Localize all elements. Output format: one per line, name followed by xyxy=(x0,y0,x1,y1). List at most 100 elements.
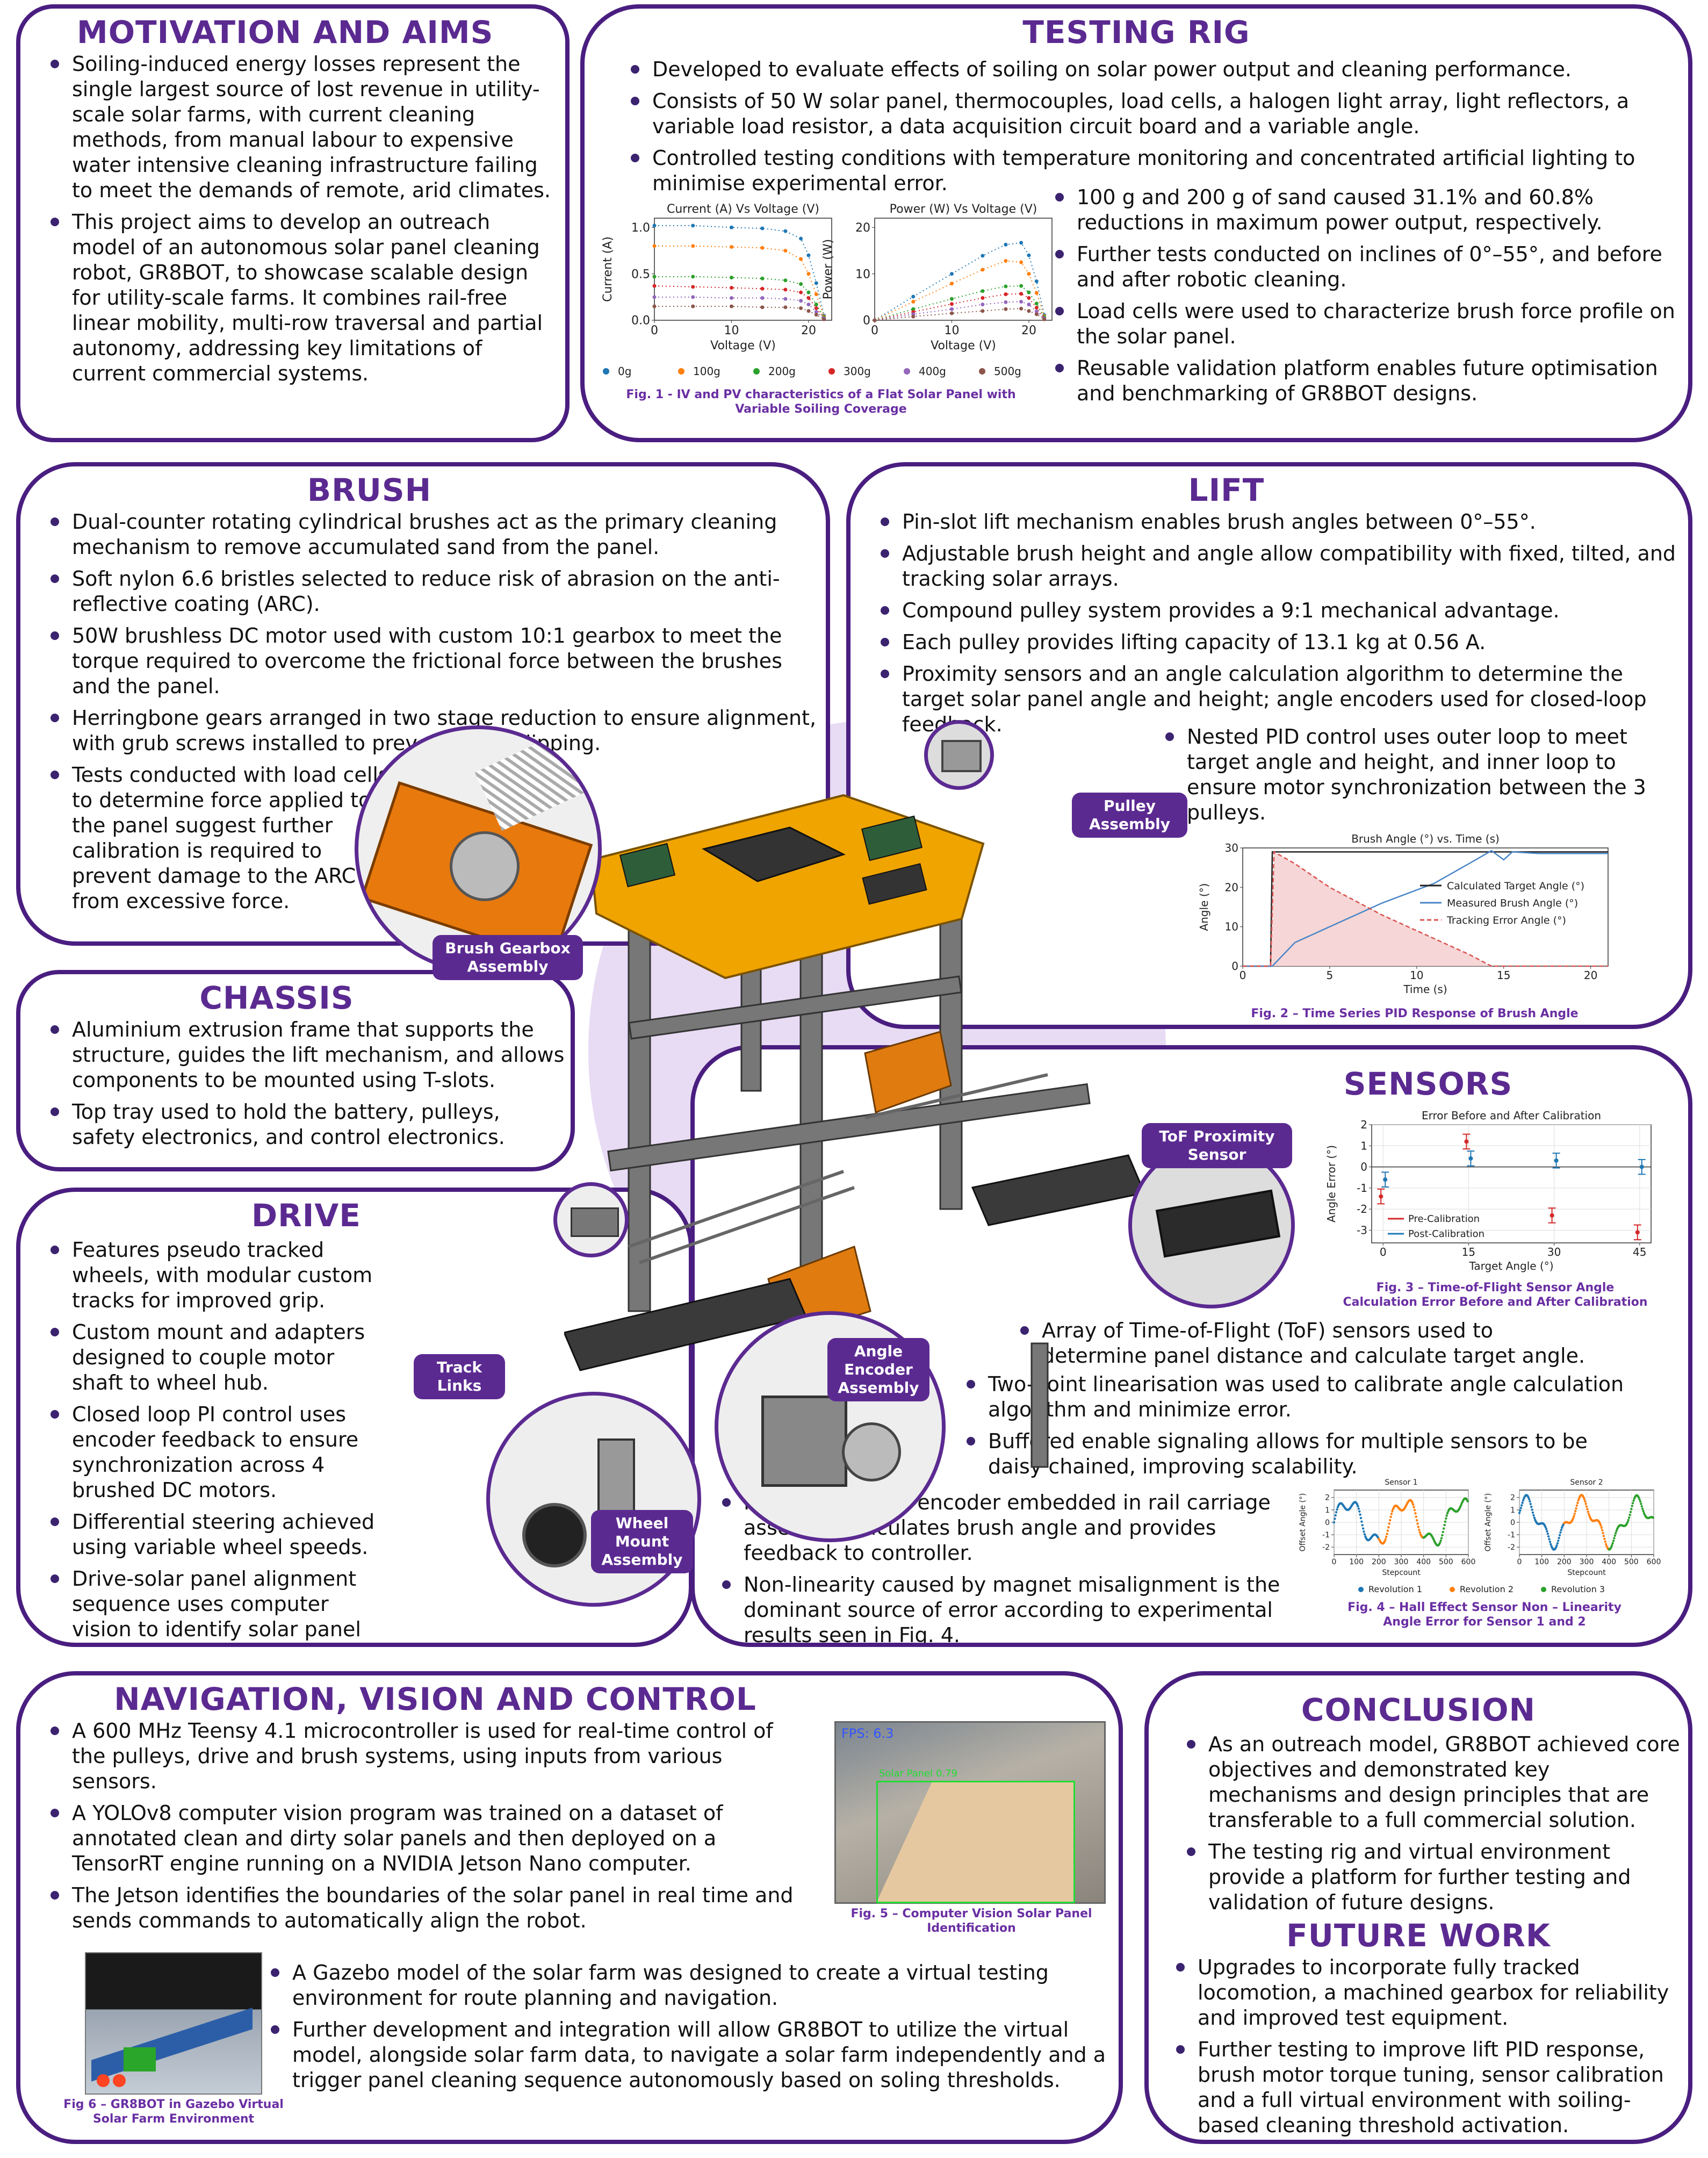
x-tick-label: 5 xyxy=(1327,969,1334,982)
x-axis-label: Voltage (V) xyxy=(710,339,776,353)
list-item: 50W brushless DC motor used with custom … xyxy=(47,623,821,699)
list-item: A 600 MHz Teensy 4.1 microcontroller is … xyxy=(47,1718,805,1794)
data-point xyxy=(1627,1516,1631,1519)
series-line xyxy=(874,285,1045,321)
data-point xyxy=(1442,1527,1445,1530)
data-point xyxy=(1361,1527,1365,1530)
data-point xyxy=(1531,1511,1534,1514)
data-point xyxy=(1363,1530,1365,1533)
data-point xyxy=(1027,253,1031,257)
list-item: Upgrades to incorporate fully tracked lo… xyxy=(1173,1955,1683,2031)
data-point xyxy=(1604,1543,1608,1545)
data-point xyxy=(822,317,826,321)
data-point xyxy=(1359,1516,1363,1520)
list-item: Further tests conducted on inclines of 0… xyxy=(1052,242,1675,292)
legend-marker xyxy=(979,368,985,375)
data-point xyxy=(949,302,954,306)
chart-title: Current (A) Vs Voltage (V) xyxy=(667,203,819,216)
data-point xyxy=(1531,1508,1533,1511)
testing-rig-results: 100 g and 200 g of sand caused 31.1% and… xyxy=(1052,185,1675,413)
x-tick-label: 0 xyxy=(1332,1558,1337,1566)
chart-title: Sensor 1 xyxy=(1385,1478,1417,1487)
future-work-list: Upgrades to incorporate fully tracked lo… xyxy=(1173,1955,1683,2140)
y-axis-label: Offset Angle (°) xyxy=(1484,1493,1493,1552)
data-point xyxy=(1611,1544,1613,1547)
control-board xyxy=(861,815,923,861)
conclusion-list: As an outreach model, GR8BOT achieved co… xyxy=(1184,1732,1683,1922)
data-point xyxy=(1412,1506,1415,1508)
motivation-panel: MOTIVATION AND AIMS Soiling-induced ener… xyxy=(16,4,570,442)
data-point xyxy=(760,226,765,231)
cv-box-label: Solar Panel 0.79 xyxy=(879,1768,957,1779)
data-point xyxy=(1628,1514,1631,1516)
y-tick-label: 1 xyxy=(1360,1139,1367,1152)
x-tick-label: 30 xyxy=(1547,1246,1561,1258)
x-tick-label: 200 xyxy=(1372,1558,1386,1566)
track-rear xyxy=(971,1154,1146,1226)
plot-frame xyxy=(874,218,1053,321)
data-point xyxy=(783,278,788,283)
data-point xyxy=(1641,1507,1644,1510)
data-point xyxy=(1558,1536,1560,1540)
legend-label: Calculated Target Angle (°) xyxy=(1447,880,1584,892)
data-point xyxy=(1384,1538,1387,1541)
data-point xyxy=(1638,1498,1641,1501)
x-tick-label: 15 xyxy=(1497,969,1510,982)
legend-label: 300g xyxy=(844,365,871,378)
data-point xyxy=(729,286,733,290)
data-point xyxy=(981,268,985,272)
series-line xyxy=(654,225,825,316)
data-point xyxy=(1639,1164,1644,1169)
y-axis-label: Current (A) xyxy=(601,236,615,302)
wheel-mount-callout xyxy=(486,1392,701,1607)
series-line xyxy=(654,276,825,318)
track-links-label: Track Links xyxy=(414,1354,505,1399)
list-item: Two-point linearisation was used to cali… xyxy=(963,1372,1635,1422)
data-point xyxy=(1584,1500,1587,1503)
x-tick-label: 10 xyxy=(1410,969,1423,982)
drive-title: DRIVE xyxy=(251,1197,361,1234)
testing-rig-panel: TESTING RIG Developed to evaluate effect… xyxy=(580,4,1692,442)
data-point xyxy=(814,306,818,311)
data-point xyxy=(783,229,788,233)
data-point xyxy=(729,296,733,300)
data-point xyxy=(1019,260,1024,264)
data-point xyxy=(911,299,916,304)
data-point xyxy=(1635,1230,1640,1235)
data-point xyxy=(799,306,803,311)
gearbox-callout xyxy=(355,725,602,973)
data-point xyxy=(1439,1540,1442,1542)
plot-frame xyxy=(654,218,832,321)
track-link-detail xyxy=(571,1207,619,1237)
x-tick-label: 15 xyxy=(1462,1246,1475,1258)
legend-marker xyxy=(678,368,684,375)
data-point xyxy=(1332,1521,1336,1524)
y-tick-label: 2 xyxy=(1360,1118,1367,1131)
legend-label: Revolution 1 xyxy=(1368,1584,1422,1594)
data-point xyxy=(1613,1537,1616,1540)
frame xyxy=(607,875,1091,1312)
data-point xyxy=(1640,1502,1642,1505)
y-tick-label: 0 xyxy=(1231,960,1238,973)
fig2-caption: Fig. 2 – Time Series PID Response of Bru… xyxy=(1251,1007,1579,1020)
data-point xyxy=(1577,1499,1580,1502)
data-point xyxy=(1583,1498,1586,1501)
data-point xyxy=(1519,1507,1522,1509)
data-point xyxy=(1387,1526,1390,1529)
navigation-lower-list: A Gazebo model of the solar farm was des… xyxy=(268,1960,1116,2099)
list-item: Features pseudo tracked wheels, with mod… xyxy=(47,1238,391,1313)
data-point xyxy=(1358,1510,1361,1513)
data-point xyxy=(1632,1499,1635,1502)
data-point xyxy=(1639,1500,1642,1503)
list-item: Soft nylon 6.6 bristles selected to redu… xyxy=(47,566,821,617)
list-item: A YOLOv8 computer vision program was tra… xyxy=(47,1801,805,1876)
data-point xyxy=(1573,1513,1576,1515)
data-point xyxy=(1357,1507,1360,1510)
data-point xyxy=(783,248,788,253)
data-point xyxy=(1442,1530,1444,1534)
lift-panel: LIFT Pin-slot lift mechanism enables bru… xyxy=(846,462,1692,1029)
data-point xyxy=(1610,1546,1613,1549)
